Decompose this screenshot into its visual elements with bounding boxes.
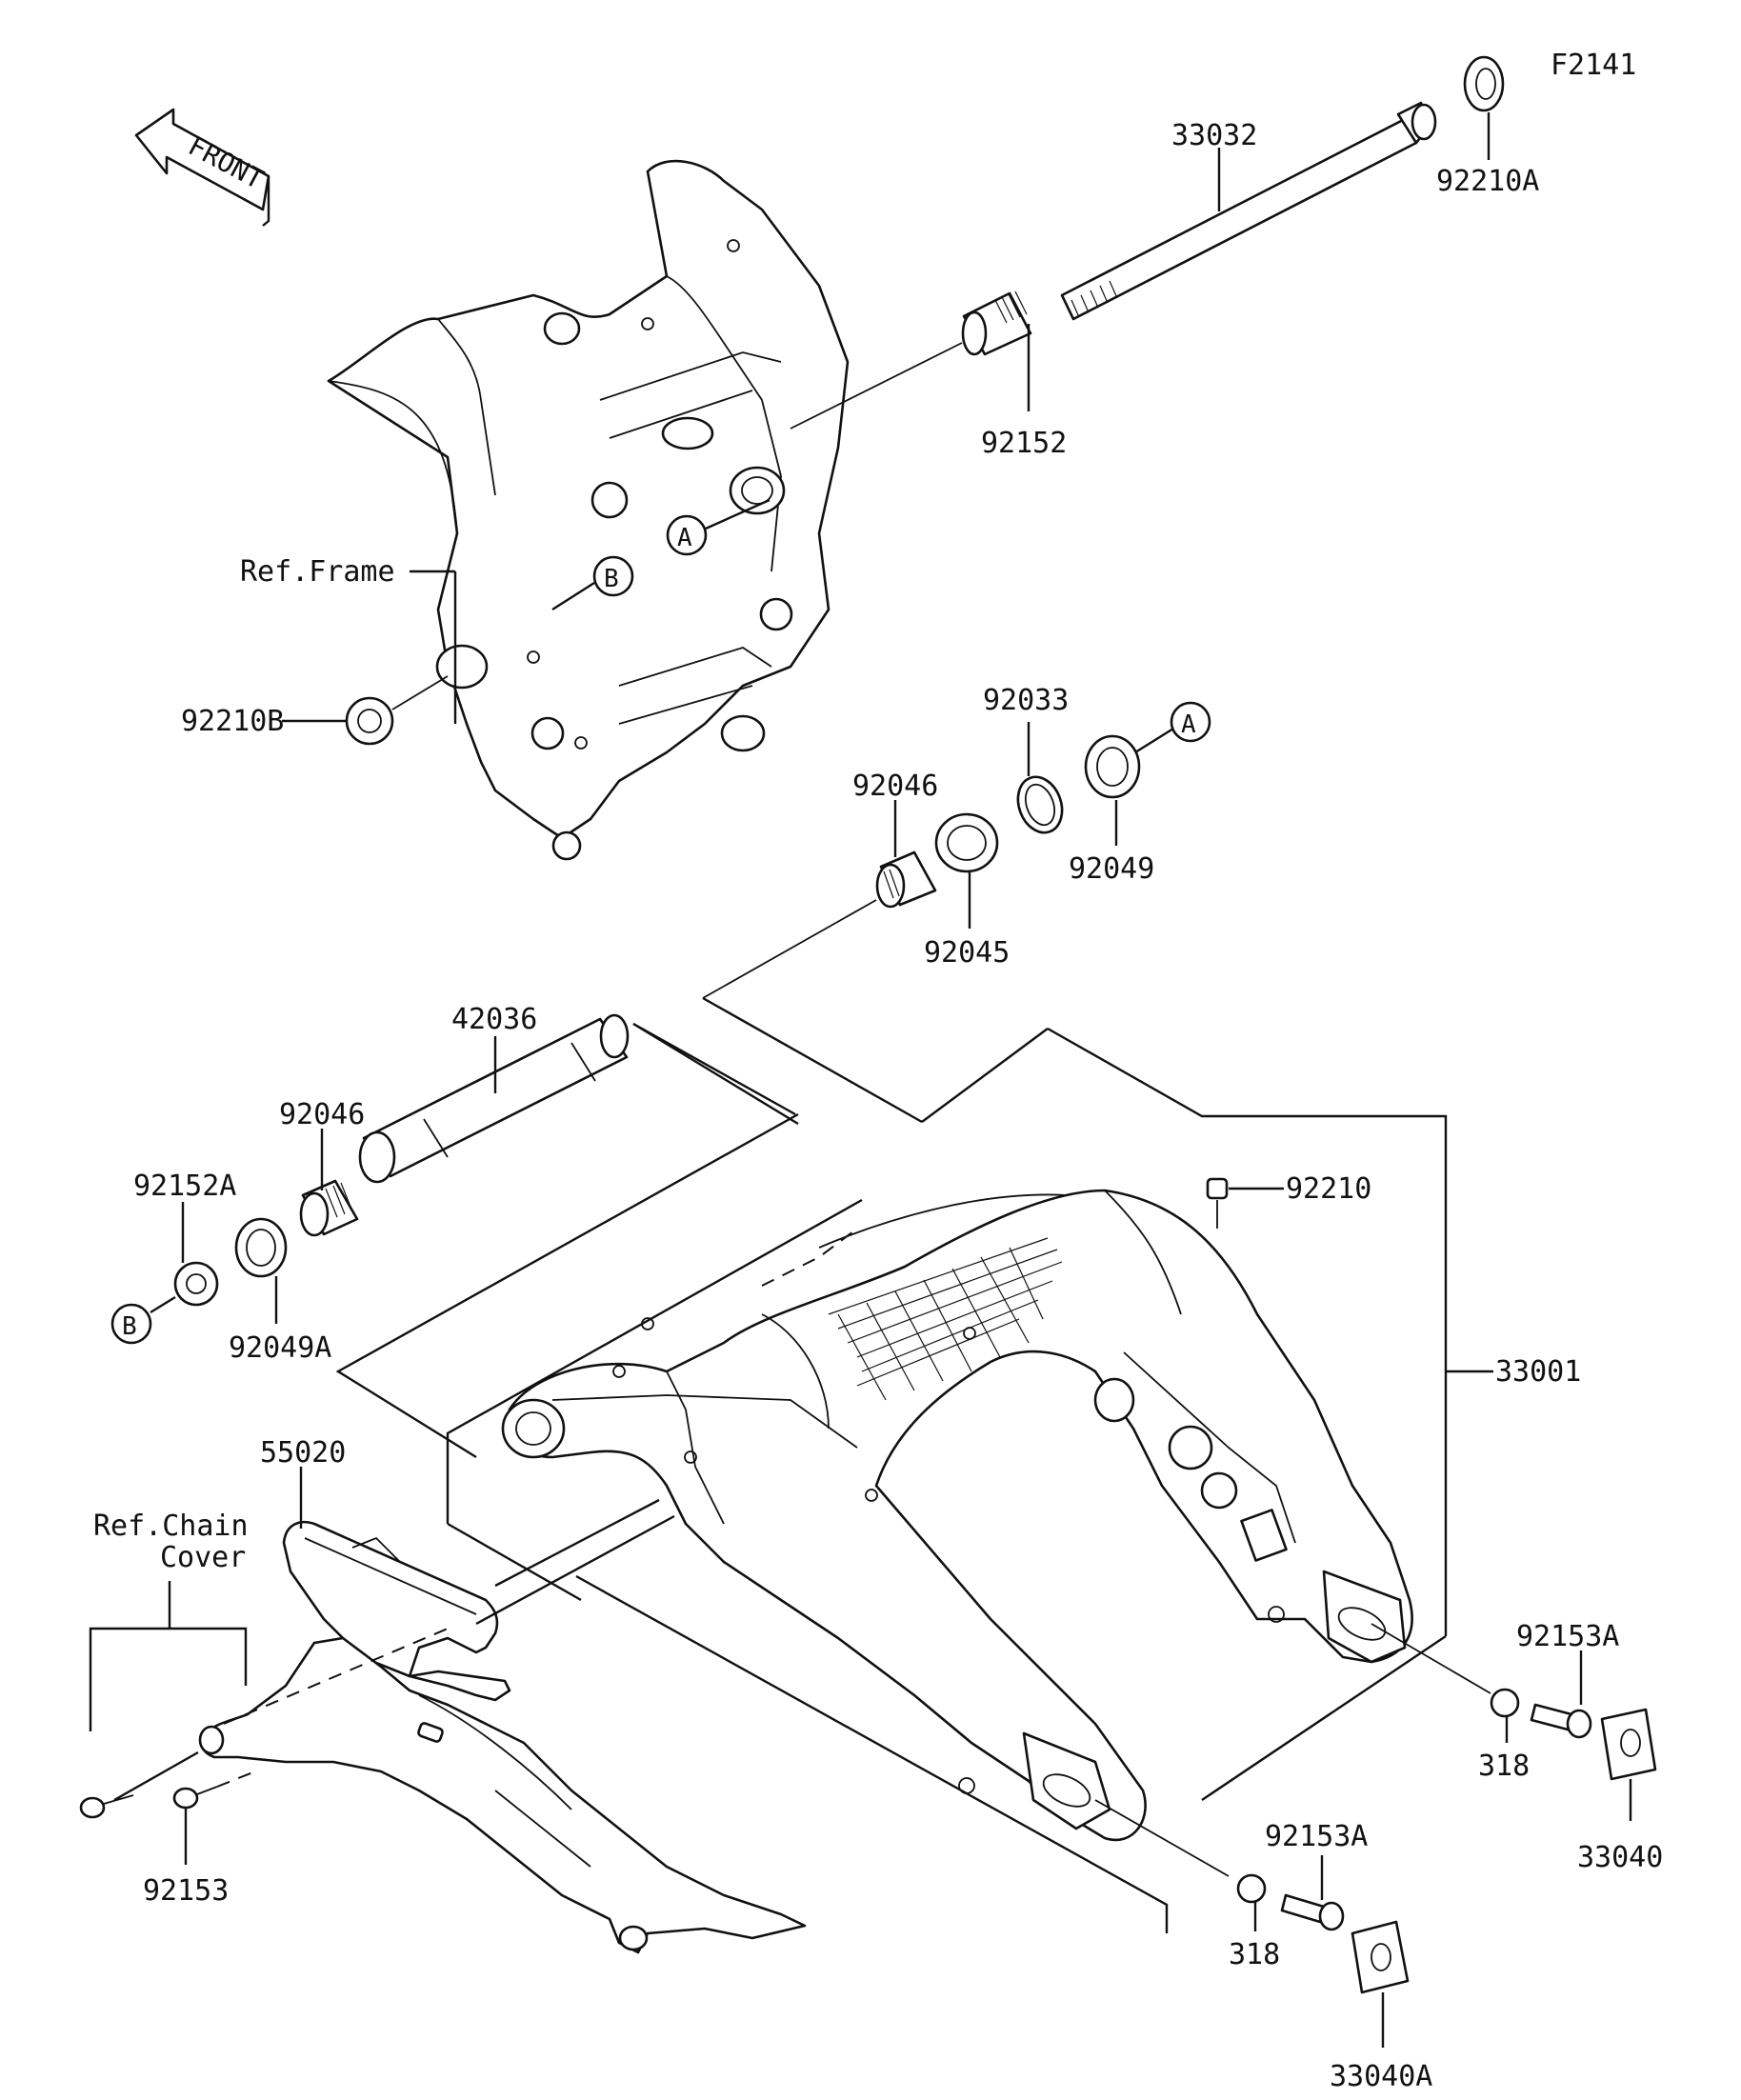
front-arrow-icon: FRONT bbox=[134, 108, 270, 227]
part-label-318-right: 318 bbox=[1478, 1750, 1530, 1783]
figure-code: F2141 bbox=[1551, 49, 1636, 82]
part-label-92045: 92045 bbox=[924, 936, 1010, 970]
nut-318-bottom bbox=[1236, 1873, 1267, 1904]
grease-nipple-92210 bbox=[1206, 1177, 1229, 1200]
svg-text:B: B bbox=[604, 565, 619, 593]
screw-92153 bbox=[172, 1786, 218, 1810]
part-label-92210A: 92210A bbox=[1436, 165, 1539, 198]
svg-text:A: A bbox=[677, 524, 692, 552]
part-label-92049A: 92049A bbox=[229, 1331, 331, 1365]
svg-text:A: A bbox=[1181, 710, 1196, 739]
adjuster-block-33040 bbox=[1600, 1708, 1657, 1781]
marker-a-seal: A bbox=[1170, 701, 1211, 743]
screw-left bbox=[79, 1794, 134, 1819]
marker-b-collar: B bbox=[110, 1303, 152, 1345]
part-label-92210B: 92210B bbox=[181, 705, 284, 738]
part-label-318-bottom: 318 bbox=[1229, 1938, 1280, 1971]
chain-cover-drawing bbox=[198, 1628, 807, 1954]
part-label-92153A-bottom: 92153A bbox=[1265, 1820, 1368, 1853]
ref-chain-cover-label-line1: Ref.Chain bbox=[93, 1510, 249, 1543]
seal-92049A bbox=[234, 1217, 288, 1278]
pivot-shaft-33032 bbox=[1060, 101, 1437, 321]
part-label-33040A: 33040A bbox=[1330, 2060, 1432, 2093]
part-label-33040: 33040 bbox=[1577, 1841, 1663, 1874]
bolt-92153A-right bbox=[1530, 1703, 1592, 1739]
part-label-92210: 92210 bbox=[1286, 1172, 1371, 1206]
part-label-33001: 33001 bbox=[1495, 1355, 1581, 1389]
svg-text:B: B bbox=[122, 1312, 137, 1341]
circlip-92033 bbox=[1016, 775, 1064, 834]
needle-bearing-92046-top bbox=[875, 850, 937, 909]
part-label-92152: 92152 bbox=[981, 427, 1067, 460]
ref-chain-cover-label-line2: Cover bbox=[160, 1541, 246, 1574]
collar-92152A bbox=[173, 1261, 219, 1307]
part-label-92049: 92049 bbox=[1069, 852, 1154, 886]
part-label-92046-left: 92046 bbox=[279, 1098, 365, 1131]
chain-guard-55020 bbox=[282, 1520, 511, 1702]
seal-92049 bbox=[1084, 734, 1141, 799]
collar-92152 bbox=[961, 290, 1032, 356]
sleeve-42036 bbox=[358, 1013, 630, 1184]
nut-92210A bbox=[1463, 55, 1505, 112]
part-label-92046-top: 92046 bbox=[852, 770, 938, 803]
part-label-92033: 92033 bbox=[983, 684, 1069, 717]
bolt-92153A-bottom bbox=[1280, 1893, 1345, 1931]
part-label-92153A-right: 92153A bbox=[1516, 1620, 1619, 1653]
nut-92210B bbox=[345, 696, 394, 746]
nut-318-right bbox=[1490, 1688, 1520, 1718]
part-label-33032: 33032 bbox=[1171, 119, 1257, 152]
part-label-92153: 92153 bbox=[143, 1874, 229, 1908]
marker-b-frame: B bbox=[592, 555, 634, 597]
part-label-92152A: 92152A bbox=[133, 1170, 236, 1203]
needle-bearing-92046-left bbox=[299, 1179, 359, 1237]
adjuster-block-33040A bbox=[1351, 1920, 1410, 1994]
part-label-55020: 55020 bbox=[260, 1436, 346, 1470]
bearing-92045 bbox=[934, 812, 999, 873]
swingarm-33001 bbox=[501, 1189, 1413, 1842]
marker-a-frame: A bbox=[666, 514, 708, 556]
part-label-42036: 42036 bbox=[451, 1003, 537, 1036]
frame-drawing bbox=[327, 159, 850, 861]
ref-frame-label: Ref.Frame bbox=[240, 555, 395, 589]
